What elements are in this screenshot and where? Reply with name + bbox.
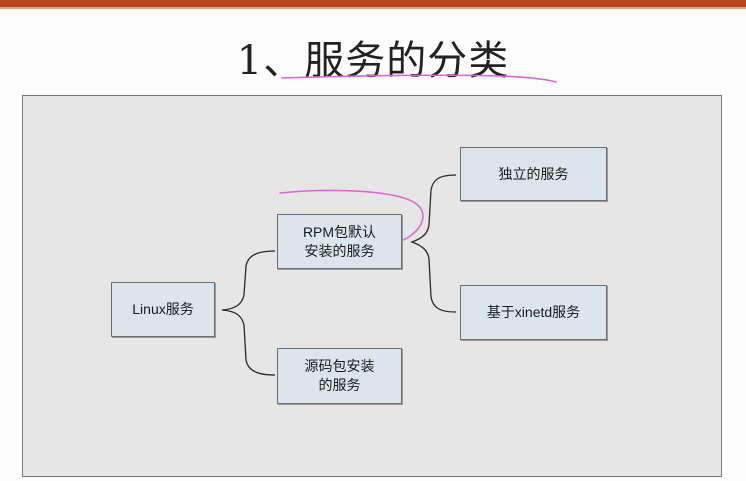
brace-rpm <box>410 174 457 313</box>
node-rpm-default-services: RPM包默认 安装的服务 <box>277 214 402 269</box>
node-rpm-label-line2: 安装的服务 <box>304 242 375 259</box>
node-source-label-line2: 的服务 <box>318 377 361 393</box>
node-rpm-label-line1: RPM包默认 <box>302 223 377 240</box>
node-standalone-services: 独立的服务 <box>460 147 607 201</box>
node-xinetd-label: 基于xinetd服务 <box>486 304 581 320</box>
node-source-label-line1: 源码包安装 <box>304 358 375 374</box>
top-accent-bar <box>0 0 746 9</box>
title-underline-annotation <box>281 74 557 83</box>
node-standalone-label: 独立的服务 <box>498 165 569 182</box>
node-xinetd-services: 基于xinetd服务 <box>460 285 607 340</box>
node-linux-services: Linux服务 <box>111 282 215 337</box>
brace-root <box>221 250 276 376</box>
node-linux-services-label: Linux服务 <box>132 301 194 317</box>
node-source-install-services: 源码包安装 的服务 <box>277 348 402 404</box>
